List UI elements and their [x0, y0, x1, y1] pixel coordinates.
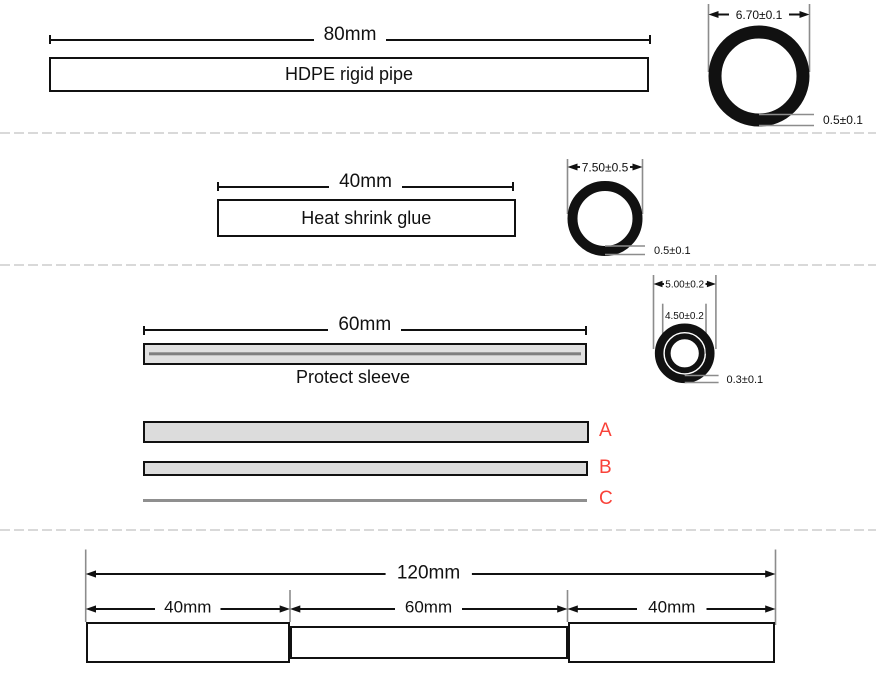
pipe-od-label: 6.70±0.1 — [736, 8, 783, 22]
glue-length-label: 40mm — [339, 170, 392, 192]
arrowhead-left-icon — [85, 570, 96, 578]
assembly-total-label: 120mm — [397, 563, 460, 584]
dimension-tick — [584, 325, 587, 335]
dimension-line — [401, 329, 585, 331]
arrowhead-right-icon — [557, 605, 568, 613]
arrowhead-right-icon — [765, 570, 776, 578]
sleeve-bar — [143, 343, 587, 365]
dimension-line — [386, 38, 650, 41]
sleeve-inner-stripe — [149, 352, 581, 356]
arrowhead-left-icon — [85, 605, 96, 613]
pipe-wall-label: 0.5±0.1 — [823, 113, 863, 127]
sleeve-id-label: 4.50±0.2 — [665, 311, 704, 322]
sleeve-wall-label: 0.3±0.1 — [727, 374, 764, 386]
sleeve-od-label: 5.00±0.2 — [665, 280, 704, 291]
pipe-part-label: HDPE rigid pipe — [284, 64, 414, 84]
dimension-line — [219, 185, 330, 188]
arrowhead-left-icon — [567, 163, 578, 171]
glue-rectangle: Heat shrink glue — [217, 199, 516, 237]
layer-b-bar — [143, 460, 588, 476]
pipe-length-label: 80mm — [323, 23, 377, 45]
layer-c-line — [143, 498, 587, 502]
sleeve-inner-ring — [664, 333, 705, 374]
assembly-segment-middle-label: 60mm — [405, 598, 452, 617]
dimension-line — [51, 38, 314, 41]
layer-c-label: C — [599, 487, 613, 509]
assembly-segment-right-label: 40mm — [648, 598, 695, 617]
dimension-line — [401, 185, 513, 188]
arrowhead-right-icon — [279, 605, 290, 613]
assembly-segment-left-label: 40mm — [164, 598, 211, 617]
assembly-dimensions: 120mm 40mm 60mm 40mm — [84, 549, 777, 625]
sleeve-cross-section: 5.00±0.2 4.50±0.2 0.3±0.1 — [652, 275, 764, 386]
dimension-tick — [49, 35, 51, 44]
dimension-line — [145, 329, 329, 331]
layer-a-label: A — [599, 420, 612, 441]
pipe-rectangle: HDPE rigid pipe — [49, 57, 649, 92]
sleeve-length-label: 60mm — [338, 314, 392, 335]
glue-length-dimension: 40mm — [217, 171, 515, 198]
section-separator — [0, 529, 876, 532]
glue-part-label: Heat shrink glue — [301, 207, 432, 228]
arrowhead-right-icon — [799, 11, 810, 18]
dimension-tick — [217, 182, 219, 191]
arrowhead-right-icon — [706, 280, 716, 288]
dimension-tick — [649, 35, 652, 44]
sleeve-outer-ring — [654, 323, 715, 384]
glue-ring — [567, 181, 643, 256]
arrowhead-right-icon — [765, 605, 776, 613]
layer-a-bar — [143, 421, 589, 443]
section-separator — [0, 132, 876, 134]
arrowhead-left-icon — [567, 605, 578, 613]
assembly-right-segment-box — [567, 621, 775, 663]
arrowhead-left-icon — [708, 11, 719, 18]
pipe-length-dimension: 80mm — [49, 24, 652, 51]
pipe-cross-section: 6.70±0.1 0.5±0.1 — [707, 4, 863, 127]
layer-b-label: B — [599, 457, 612, 478]
glue-wall-label: 0.5±0.1 — [654, 245, 691, 257]
section-separator — [0, 264, 876, 267]
assembly-middle-segment-box — [290, 626, 568, 659]
dimension-tick — [512, 182, 515, 191]
arrowhead-left-icon — [653, 280, 663, 288]
arrowhead-right-icon — [632, 163, 643, 171]
dimension-tick — [143, 325, 145, 335]
pipe-ring — [708, 25, 810, 127]
assembly-left-segment-box — [86, 621, 290, 663]
arrowhead-left-icon — [290, 605, 301, 613]
sleeve-length-dimension: 60mm — [143, 314, 587, 341]
sleeve-part-label: Protect sleeve — [295, 367, 411, 387]
glue-cross-section: 7.50±0.5 0.5±0.1 — [566, 159, 691, 257]
glue-od-label: 7.50±0.5 — [582, 160, 629, 174]
